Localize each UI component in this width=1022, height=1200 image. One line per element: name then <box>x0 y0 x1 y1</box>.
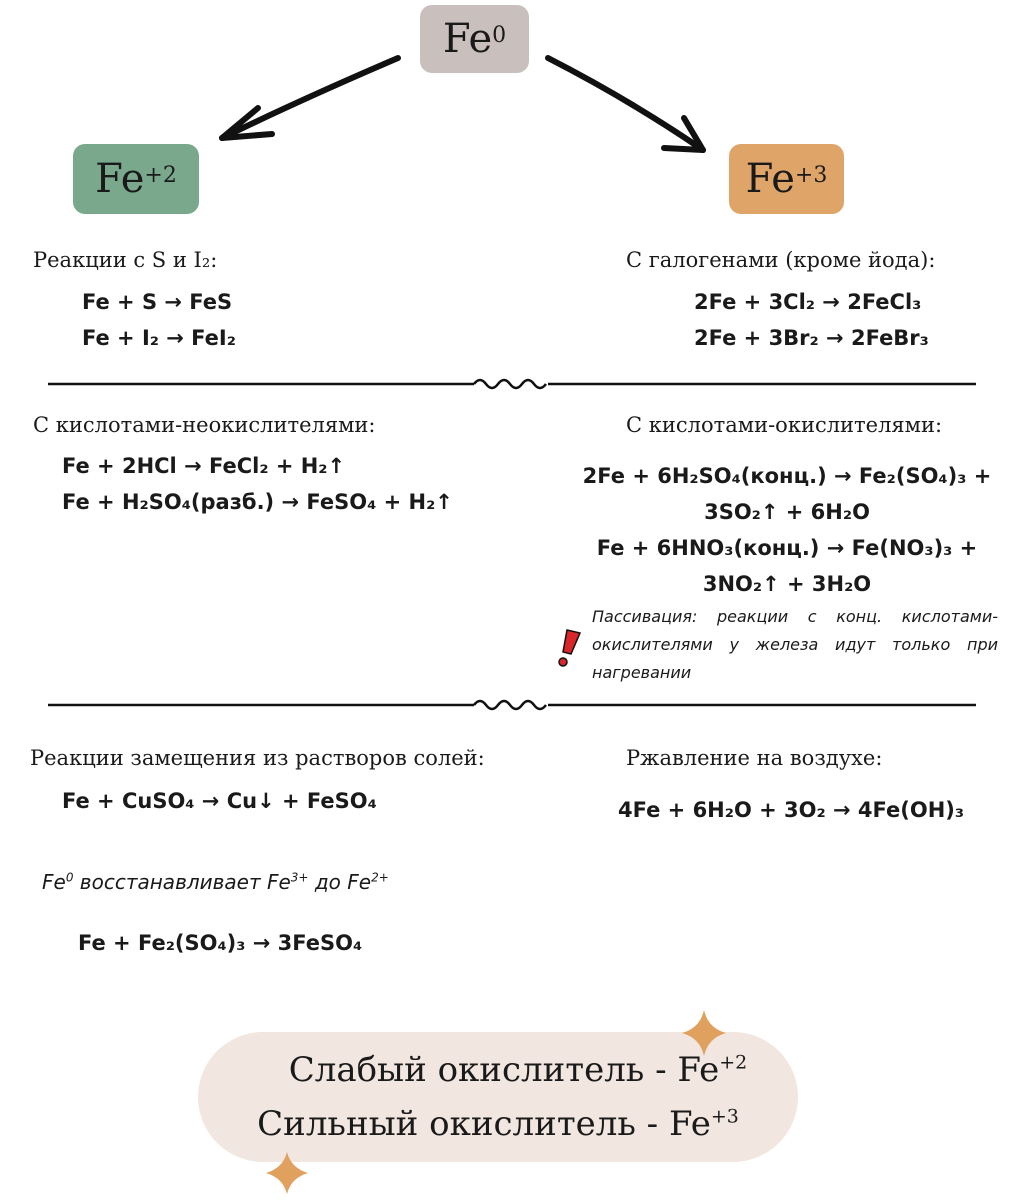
s1-right-title: С галогенами (кроме йода): <box>626 248 936 272</box>
summary-line-1: Слабый окислитель - Fe+2 <box>218 1050 818 1090</box>
fe0-symbol: Fe <box>442 16 493 62</box>
s2-right-eq-3: Fe + 6HNO₃(конц.) → Fe(NO₃)₃ + <box>596 536 978 560</box>
divider-1 <box>48 378 976 390</box>
s2-left-eq-1: Fe + 2HCl → FeCl₂ + H₂↑ <box>62 454 346 478</box>
s2-left-eq-2: Fe + H₂SO₄(разб.) → FeSO₄ + H₂↑ <box>62 490 453 514</box>
s1-left-eq-1: Fe + S → FeS <box>82 290 233 314</box>
warning-icon <box>558 629 582 667</box>
s2-right-eq-2: 3SO₂↑ + 6H₂O <box>704 500 870 524</box>
divider-2 <box>48 699 976 711</box>
summary-line-2-text: Сильный окислитель - Fe <box>257 1104 711 1144</box>
s3-right-eq-1: 4Fe + 6H₂O + 3O₂ → 4Fe(OH)₃ <box>618 798 965 822</box>
fe3-box: Fe+3 <box>729 144 844 214</box>
fe3-symbol: Fe <box>745 156 795 202</box>
s2-left-title: С кислотами-неокислителями: <box>33 413 376 437</box>
s1-right-eq-2: 2Fe + 3Br₂ → 2FeBr₃ <box>694 326 929 350</box>
s1-left-title: Реакции с S и I₂: <box>33 248 218 272</box>
fe2-symbol: Fe <box>95 156 145 202</box>
fe2-charge: +2 <box>144 162 177 188</box>
reduction-note-part-4: 3+ <box>290 870 309 885</box>
s2-right-eq-1: 2Fe + 6H₂SO₄(конц.) → Fe₂(SO₄)₃ + <box>582 464 992 488</box>
s1-left-eq-2: Fe + I₂ → FeI₂ <box>82 326 236 350</box>
s2-right-title: С кислотами-окислителями: <box>626 413 943 437</box>
reduction-note-part-2: 0 <box>65 870 74 885</box>
passivation-note: Пассивация: реакции с конц. кислотами-ок… <box>592 607 998 682</box>
s2-right-eq-4: 3NO₂↑ + 3H₂O <box>702 572 872 596</box>
reduction-note-part-1: Fe <box>42 870 66 894</box>
summary-line-1-charge: +2 <box>719 1051 748 1074</box>
arrow-right-icon <box>545 55 706 153</box>
summary-box: Слабый окислитель - Fe+2 Сильный окислит… <box>198 1032 798 1162</box>
fe2-box: Fe+2 <box>73 144 199 214</box>
summary-line-2-charge: +3 <box>710 1105 739 1128</box>
fe0-charge: 0 <box>492 22 507 48</box>
s1-right-eq-1: 2Fe + 3Cl₂ → 2FeCl₃ <box>694 290 922 314</box>
arrow-left-icon <box>219 55 401 141</box>
s3-left-eq-2: Fe + Fe₂(SO₄)₃ → 3FeSO₄ <box>78 931 363 955</box>
reduction-note-part-3: восстанавливает Fe <box>73 870 291 894</box>
summary-line-1-text: Слабый окислитель - Fe <box>288 1050 720 1090</box>
summary-line-2: Сильный окислитель - Fe+3 <box>198 1104 798 1144</box>
fe3-charge: +3 <box>794 162 828 188</box>
s3-left-eq-1: Fe + CuSO₄ → Cu↓ + FeSO₄ <box>62 789 377 813</box>
reduction-note-part-6: 2+ <box>371 870 389 885</box>
s3-right-title: Ржавление на воздухе: <box>626 746 883 770</box>
s3-left-title: Реакции замещения из растворов солей: <box>30 746 485 770</box>
reduction-note: Fe0 восстанавливает Fe3+ до Fe2+ <box>42 870 389 894</box>
reduction-note-part-5: до Fe <box>308 870 372 894</box>
